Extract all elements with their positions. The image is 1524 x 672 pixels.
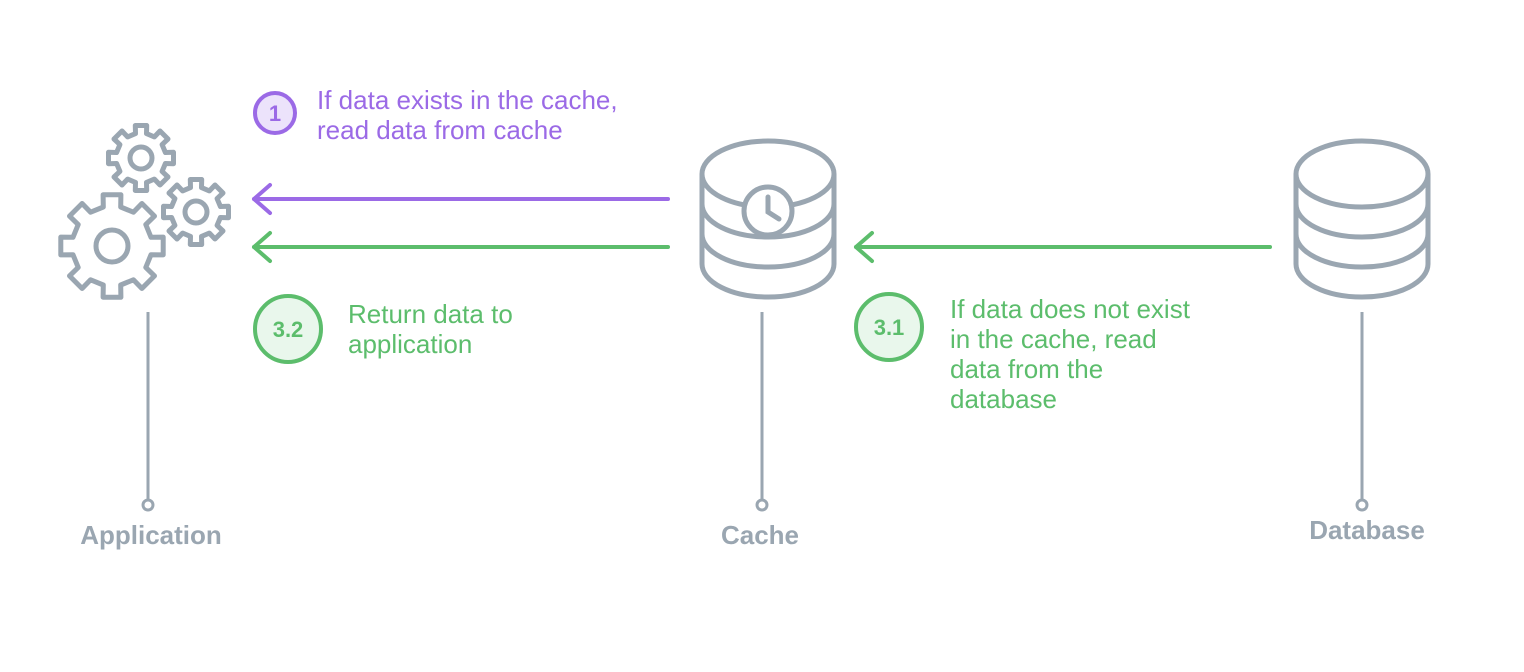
application-lifeline-end [141, 498, 155, 512]
large-gear-icon [58, 192, 166, 300]
step-1-badge: 1 [253, 91, 297, 135]
arrow-cache-to-app-purple [252, 183, 670, 215]
cache-lifeline-end [755, 498, 769, 512]
step-1-line-1: If data exists in the cache, [317, 85, 618, 115]
step-3-2-number: 3.2 [273, 317, 304, 342]
step-3-1-text: If data does not exist in the cache, rea… [950, 294, 1197, 414]
step-1-number: 1 [269, 101, 281, 126]
cache-label: Cache [721, 520, 799, 550]
step-3-1-badge: 3.1 [854, 292, 924, 362]
step-3-2-badge: 3.2 [253, 294, 323, 364]
step-3-1-number: 3.1 [874, 315, 905, 340]
cache-database-clock-icon [699, 138, 837, 300]
database-lifeline-end [1355, 498, 1369, 512]
step-3-1-line-3: data from the [950, 354, 1103, 384]
step-3-2-line-1: Return data to [348, 299, 513, 329]
step-3-1-line-2: in the cache, read [950, 324, 1157, 354]
database-label: Database [1309, 515, 1425, 545]
small-gear-icon-top [106, 123, 176, 193]
step-3-2-line-2: application [348, 329, 472, 359]
arrow-db-to-cache-green [854, 231, 1272, 263]
small-gear-icon-right [161, 177, 231, 247]
step-1-line-2: read data from cache [317, 115, 563, 145]
step-3-2-text: Return data to application [348, 299, 520, 359]
application-label: Application [80, 520, 222, 550]
step-3-1-line-1: If data does not exist [950, 294, 1191, 324]
step-1-text: If data exists in the cache, read data f… [317, 85, 625, 145]
step-3-1-line-4: database [950, 384, 1057, 414]
database-icon [1293, 138, 1431, 300]
arrow-cache-to-app-green [252, 231, 670, 263]
gears-icon [58, 123, 231, 300]
